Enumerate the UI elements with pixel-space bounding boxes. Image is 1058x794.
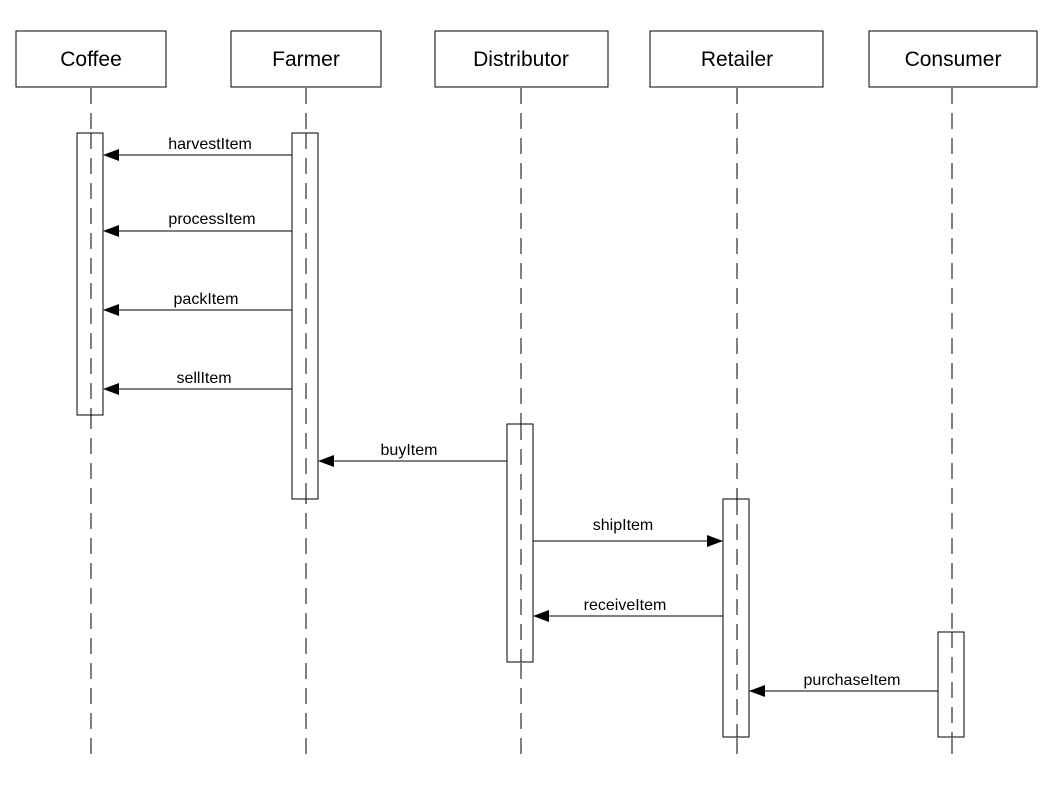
lifeline-retailer-header[interactable] [649,30,824,88]
message-sell-item[interactable]: sellItem [103,370,292,395]
lifeline-consumer-header[interactable] [868,30,1038,88]
activation-farmer-bar [291,132,319,500]
lifeline-farmer-header[interactable] [230,30,382,88]
message-buy-item-label: buyItem [381,442,438,459]
message-buy-item[interactable]: buyItem [318,442,507,467]
lifeline-coffee-header[interactable] [15,30,167,88]
message-purchase-item-arrowhead [749,685,765,697]
activation-coffee-bar [76,132,104,416]
lifeline-coffee-label: Coffee [60,48,122,71]
message-receive-item[interactable]: receiveItem [533,597,723,622]
message-process-item-label: processItem [168,211,255,228]
message-receive-item-label: receiveItem [584,597,667,614]
lifeline-retailer-label: Retailer [701,48,773,71]
lifeline-consumer-label: Consumer [905,48,1002,71]
lifeline-coffee: Coffee [15,30,167,760]
lifeline-distributor-label: Distributor [473,48,569,71]
activation-consumer[interactable] [937,631,965,738]
activation-distributor-bar [506,423,534,663]
message-buy-item-arrowhead [318,455,334,467]
message-harvest-item-label: harvestItem [168,136,252,153]
message-harvest-item-arrowhead [103,149,119,161]
message-sell-item-label: sellItem [176,370,231,387]
lifeline-distributor-header[interactable] [434,30,609,88]
message-pack-item-arrowhead [103,304,119,316]
message-sell-item-arrowhead [103,383,119,395]
activation-retailer-bar [722,498,750,738]
message-harvest-item[interactable]: harvestItem [103,136,292,161]
message-process-item-arrowhead [103,225,119,237]
message-pack-item[interactable]: packItem [103,291,292,316]
activation-retailer[interactable] [722,498,750,738]
lifeline-farmer-label: Farmer [272,48,340,71]
message-ship-item-arrowhead [707,535,723,547]
lifeline-farmer: Farmer [230,30,382,760]
message-process-item[interactable]: processItem [103,211,292,237]
message-receive-item-arrowhead [533,610,549,622]
message-pack-item-label: packItem [174,291,239,308]
message-purchase-item-label: purchaseItem [804,672,901,689]
activation-farmer[interactable] [291,132,319,500]
message-ship-item[interactable]: shipItem [533,517,723,547]
activation-coffee[interactable] [76,132,104,416]
message-ship-item-label: shipItem [593,517,653,534]
activation-consumer-bar [937,631,965,738]
activation-distributor[interactable] [506,423,534,663]
message-purchase-item[interactable]: purchaseItem [749,672,938,697]
